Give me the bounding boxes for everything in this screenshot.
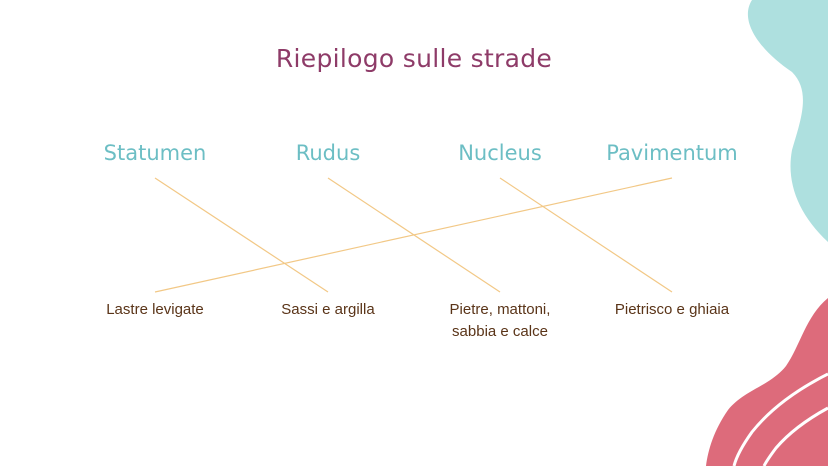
connector-statumen	[154, 177, 329, 293]
pink-blob-stripe	[732, 372, 828, 466]
definition-line: sabbia e calce	[452, 323, 548, 340]
page-title: Riepilogo sulle strade	[275, 44, 553, 73]
definition-line: Pietrisco e ghiaia	[614, 301, 730, 318]
term-pavimentum: Pavimentum	[606, 141, 738, 165]
definition-pietre-mattoni: Pietre, mattoni, sabbia e calce	[415, 299, 585, 343]
definition-lastre-levigate: Lastre levigate	[70, 299, 240, 321]
definition-pietrisco-ghiaia: Pietrisco e ghiaia	[587, 299, 757, 321]
definition-line: Sassi e argilla	[281, 301, 375, 318]
term-rudus: Rudus	[295, 141, 361, 165]
pink-blob-stripe	[762, 406, 828, 466]
definition-sassi-argilla: Sassi e argilla	[243, 299, 413, 321]
term-nucleus: Nucleus	[458, 141, 542, 165]
connector-pavimentum	[154, 177, 673, 293]
term-statumen: Statumen	[103, 141, 207, 165]
connector-nucleus	[499, 177, 673, 293]
definition-line: Pietre, mattoni,	[449, 301, 551, 318]
definition-line: Lastre levigate	[106, 301, 204, 318]
pink-blob	[706, 298, 828, 466]
teal-blob	[747, 0, 828, 242]
